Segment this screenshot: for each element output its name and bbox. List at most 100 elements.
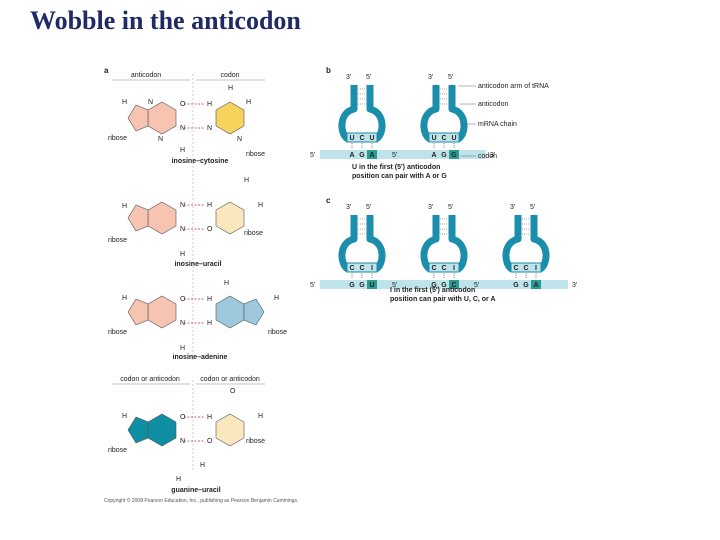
svg-text:H: H xyxy=(122,295,127,302)
trna-3-prime-label: 3' xyxy=(428,204,433,211)
svg-text:H: H xyxy=(122,413,127,420)
anticodon-base: C xyxy=(523,265,528,272)
svg-text:H: H xyxy=(244,177,249,184)
anticodon-box xyxy=(346,262,378,273)
svg-text:H: H xyxy=(180,345,185,352)
callout-mrna-chain: mRNA chain xyxy=(478,121,517,128)
codon-base: G xyxy=(513,282,519,289)
codon-base: G xyxy=(431,282,437,289)
codon-base: G xyxy=(441,152,447,159)
svg-text:H: H xyxy=(180,147,185,154)
svg-text:H: H xyxy=(207,320,212,327)
caption-guanine-uracil: guanine–uracil xyxy=(171,487,220,494)
svg-text:H: H xyxy=(258,202,263,209)
ribose-left-4: ribose xyxy=(108,447,127,454)
adenine-base xyxy=(215,295,265,329)
trna-5-prime-label: 5' xyxy=(366,74,371,81)
callout-anticodon-arm: anticodon arm of tRNA xyxy=(478,83,549,90)
anticodon-arm-shape xyxy=(338,215,386,273)
anticodon-base: U xyxy=(369,135,374,142)
svg-text:N: N xyxy=(207,125,212,132)
svg-text:H: H xyxy=(224,280,229,287)
anticodon-base: C xyxy=(349,265,354,272)
mrna-chain xyxy=(320,150,404,159)
anticodon-arm-shape xyxy=(338,85,386,143)
codon-or-anticodon-right: codon or anticodon xyxy=(200,376,260,383)
codon-base: G xyxy=(359,282,365,289)
codon-base: G xyxy=(451,152,457,159)
anticodon-box xyxy=(510,262,542,273)
trna-5-prime-label: 5' xyxy=(448,204,453,211)
mrna-3-prime-label: 3' xyxy=(572,282,577,289)
anticodon-base: C xyxy=(441,265,446,272)
codon-base: G xyxy=(349,282,355,289)
trna-3-prime-label: 3' xyxy=(510,204,515,211)
codon-base: A xyxy=(369,152,374,159)
svg-text:N: N xyxy=(237,136,242,143)
svg-text:H: H xyxy=(200,462,205,469)
anticodon-base: I xyxy=(535,265,537,272)
callout-codon: codon xyxy=(478,153,497,160)
ribose-right-2: ribose xyxy=(244,230,263,237)
wobble-position-highlight xyxy=(367,150,377,159)
anticodon-base: C xyxy=(359,135,364,142)
svg-text:H: H xyxy=(207,296,212,303)
codon-base: A xyxy=(533,282,538,289)
svg-text:N: N xyxy=(180,125,185,132)
ribose-right-3: ribose xyxy=(268,329,287,336)
ribose-right-4: ribose xyxy=(246,438,265,445)
svg-text:H: H xyxy=(207,101,212,108)
anticodon-base: U xyxy=(431,135,436,142)
panel-c-caption-2: position can pair with U, C, or A xyxy=(390,296,496,303)
anticodon-column-label: anticodon xyxy=(131,72,161,79)
panel-b-letter: b xyxy=(326,66,331,75)
trna-5-prime-label: 5' xyxy=(366,204,371,211)
inosine-base xyxy=(127,101,177,135)
trna-3-prime-label: 3' xyxy=(346,204,351,211)
svg-text:H: H xyxy=(274,295,279,302)
svg-text:O: O xyxy=(207,226,213,233)
wobble-position-highlight xyxy=(449,150,459,159)
wobble-position-highlight xyxy=(367,280,377,289)
codon-base: A xyxy=(349,152,354,159)
inosine-base xyxy=(127,201,177,235)
svg-text:N: N xyxy=(180,320,185,327)
anticodon-base: C xyxy=(441,135,446,142)
mrna-3-prime-label: 3' xyxy=(490,152,495,159)
mrna-5-prime-label: 5' xyxy=(392,152,397,159)
codon-base: U xyxy=(369,282,374,289)
mrna-5-prime-label: 5' xyxy=(474,282,479,289)
svg-text:N: N xyxy=(180,438,185,445)
anticodon-base: I xyxy=(371,265,373,272)
anticodon-box xyxy=(428,262,460,273)
mrna-5-prime-label: 5' xyxy=(310,152,315,159)
svg-text:H: H xyxy=(258,413,263,420)
svg-text:N: N xyxy=(180,226,185,233)
anticodon-arm-shape xyxy=(502,215,550,273)
panel-a-letter: a xyxy=(104,66,109,75)
anticodon-base: C xyxy=(431,265,436,272)
codon-or-anticodon-left: codon or anticodon xyxy=(120,376,180,383)
mrna-5-prime-label: 5' xyxy=(392,282,397,289)
anticodon-base: I xyxy=(453,265,455,272)
wobble-position-highlight xyxy=(449,280,459,289)
wobble-position-highlight xyxy=(531,280,541,289)
svg-text:H: H xyxy=(207,414,212,421)
anticodon-box xyxy=(428,132,460,143)
inosine-base xyxy=(127,295,177,329)
uracil-base xyxy=(215,201,245,235)
codon-base: G xyxy=(523,282,529,289)
callout-anticodon: anticodon xyxy=(478,101,508,108)
panel-c-letter: c xyxy=(326,196,331,205)
trna-3-prime-label: 3' xyxy=(346,74,351,81)
